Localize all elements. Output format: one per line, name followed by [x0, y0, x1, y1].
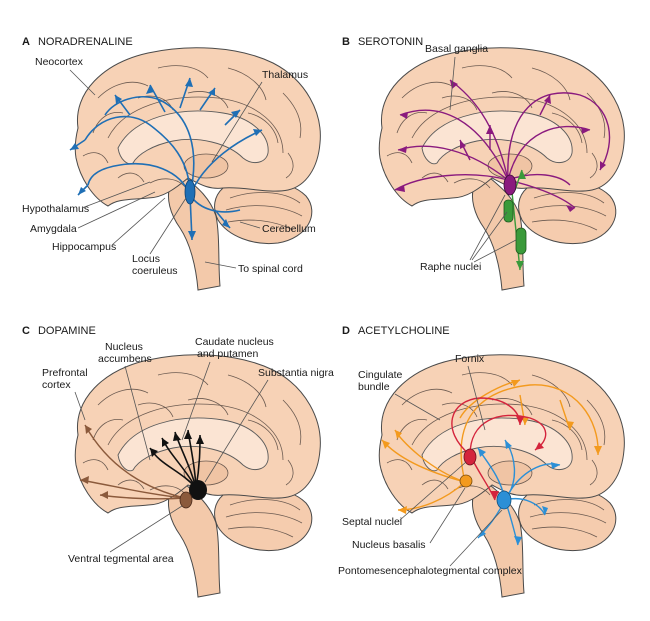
locus-coeruleus-nucleus [184, 179, 196, 205]
raphe-nucleus-rostral [503, 174, 517, 196]
label-pontomesencephalotegmental-complex: Pontomesencephalotegmental complex [338, 565, 523, 577]
panel-title: SEROTONIN [358, 36, 423, 48]
label-bundle: bundle [358, 381, 390, 393]
label-locus: Locus [132, 253, 160, 265]
raphe-nucleus-mid [503, 199, 514, 223]
arrowheads [395, 80, 606, 212]
arrowheads [70, 78, 262, 240]
label-raphe-nuclei: Raphe nuclei [420, 261, 481, 273]
label-hypothalamus: Hypothalamus [22, 203, 89, 215]
nucleus-basalis [459, 474, 473, 488]
label-nucleus-basalis: Nucleus basalis [352, 539, 426, 551]
panel-serotonin: B SEROTONIN [342, 36, 625, 291]
label-hippocampus: Hippocampus [52, 241, 116, 253]
raphe-nucleus-caudal [515, 227, 527, 255]
panel-letter: D [342, 325, 350, 337]
label-amygdala: Amygdala [30, 223, 77, 235]
label-thalamus: Thalamus [262, 69, 308, 81]
label-accumbens: accumbens [98, 353, 152, 365]
label-prefrontal: Prefrontal [42, 367, 88, 379]
brain-diagram [74, 47, 321, 291]
substantia-nigra-nucleus [189, 480, 207, 500]
label-to-spinal-cord: To spinal cord [238, 263, 303, 275]
label-substantia-nigra: Substantia nigra [258, 367, 334, 379]
ventral-tegmental-nucleus [179, 491, 193, 509]
label-and-putamen: and putamen [197, 348, 258, 360]
label-ventral-tegmental-area: Ventral tegmental area [68, 553, 174, 565]
label-cortex: cortex [42, 379, 71, 391]
label-cerebellum: Cerebellum [262, 223, 316, 235]
pontomesencephalotegmental-nucleus [496, 490, 512, 510]
panel-letter: C [22, 325, 30, 337]
label-coeruleus: coeruleus [132, 265, 178, 277]
label-basal-ganglia: Basal ganglia [425, 43, 488, 55]
label-nucleus: Nucleus [105, 341, 143, 353]
panel-title: ACETYLCHOLINE [358, 325, 450, 337]
panel-title: DOPAMINE [38, 325, 96, 337]
label-septal-nuclei: Septal nuclei [342, 516, 402, 528]
panel-acetylcholine: D ACETYLCHOLINE [338, 325, 625, 598]
panel-letter: B [342, 36, 350, 48]
septal-nucleus [463, 448, 477, 466]
label-caudate-nucleus: Caudate nucleus [195, 336, 274, 348]
panel-letter: A [22, 36, 30, 48]
panel-title: NORADRENALINE [38, 36, 133, 48]
panel-noradrenaline: A NORADRENALINE Neocortex [22, 36, 321, 291]
label-fornix: Fornix [455, 353, 485, 365]
label-cingulate: Cingulate [358, 369, 403, 381]
label-neocortex: Neocortex [35, 56, 84, 68]
